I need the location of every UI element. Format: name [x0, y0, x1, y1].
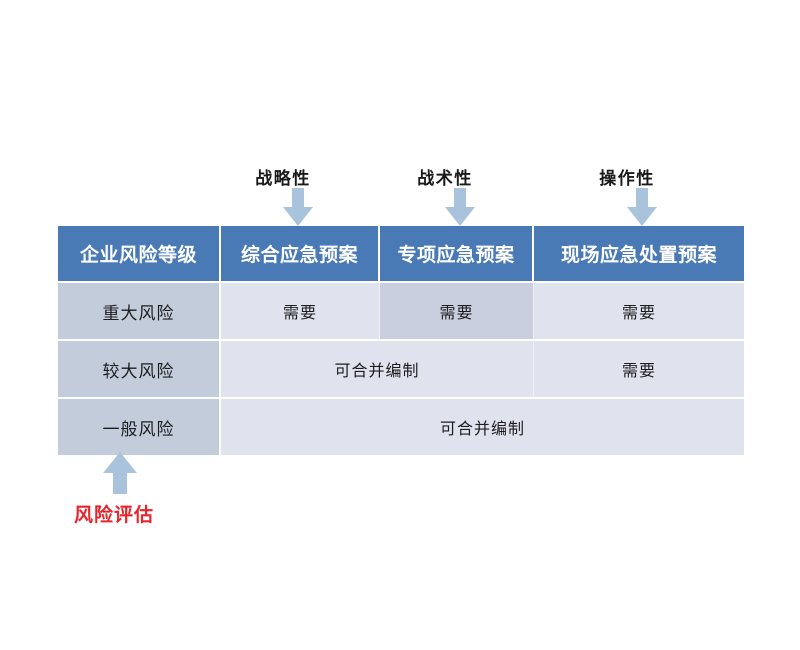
arrow-head — [103, 452, 137, 473]
cell-general-merged-plan: 可合并编制 — [221, 397, 744, 455]
row-header-general-risk: 一般风险 — [58, 397, 221, 455]
arrow-head — [627, 207, 657, 226]
table-row: 重大风险 需要 需要 需要 — [58, 281, 744, 339]
annotation-label-risk-assessment: 风险评估 — [74, 505, 155, 526]
cell-major-special: 需要 — [380, 281, 534, 339]
arrow-shaft — [113, 472, 127, 494]
arrow-head — [445, 207, 475, 226]
row-header-major-risk: 重大风险 — [58, 281, 221, 339]
arrow-down-icon-strategic — [283, 188, 313, 226]
risk-plan-matrix: 企业风险等级 综合应急预案 专项应急预案 现场应急处置预案 重大风险 需要 需要… — [58, 226, 744, 455]
arrow-shaft — [454, 188, 466, 208]
column-header-special-plan: 专项应急预案 — [380, 226, 534, 281]
cell-significant-onsite: 需要 — [534, 339, 744, 397]
column-header-risk-level: 企业风险等级 — [58, 226, 221, 281]
row-header-significant-risk: 较大风险 — [58, 339, 221, 397]
annotation-label-strategic: 战略性 — [255, 169, 311, 188]
arrow-head — [283, 207, 313, 226]
arrow-up-icon-risk-assessment — [103, 452, 137, 494]
table-header-row: 企业风险等级 综合应急预案 专项应急预案 现场应急处置预案 — [58, 226, 744, 281]
column-header-comprehensive-plan: 综合应急预案 — [221, 226, 380, 281]
table-row: 一般风险 可合并编制 — [58, 397, 744, 455]
arrow-shaft — [636, 188, 648, 208]
cell-major-comprehensive: 需要 — [221, 281, 380, 339]
annotation-label-operational: 操作性 — [599, 169, 655, 188]
arrow-down-icon-tactical — [445, 188, 475, 226]
annotation-label-tactical: 战术性 — [417, 169, 473, 188]
column-header-onsite-plan: 现场应急处置预案 — [534, 226, 744, 281]
cell-major-onsite: 需要 — [534, 281, 744, 339]
arrow-down-icon-operational — [627, 188, 657, 226]
table-row: 较大风险 可合并编制 需要 — [58, 339, 744, 397]
arrow-shaft — [292, 188, 304, 208]
cell-significant-merged-plan: 可合并编制 — [221, 339, 534, 397]
